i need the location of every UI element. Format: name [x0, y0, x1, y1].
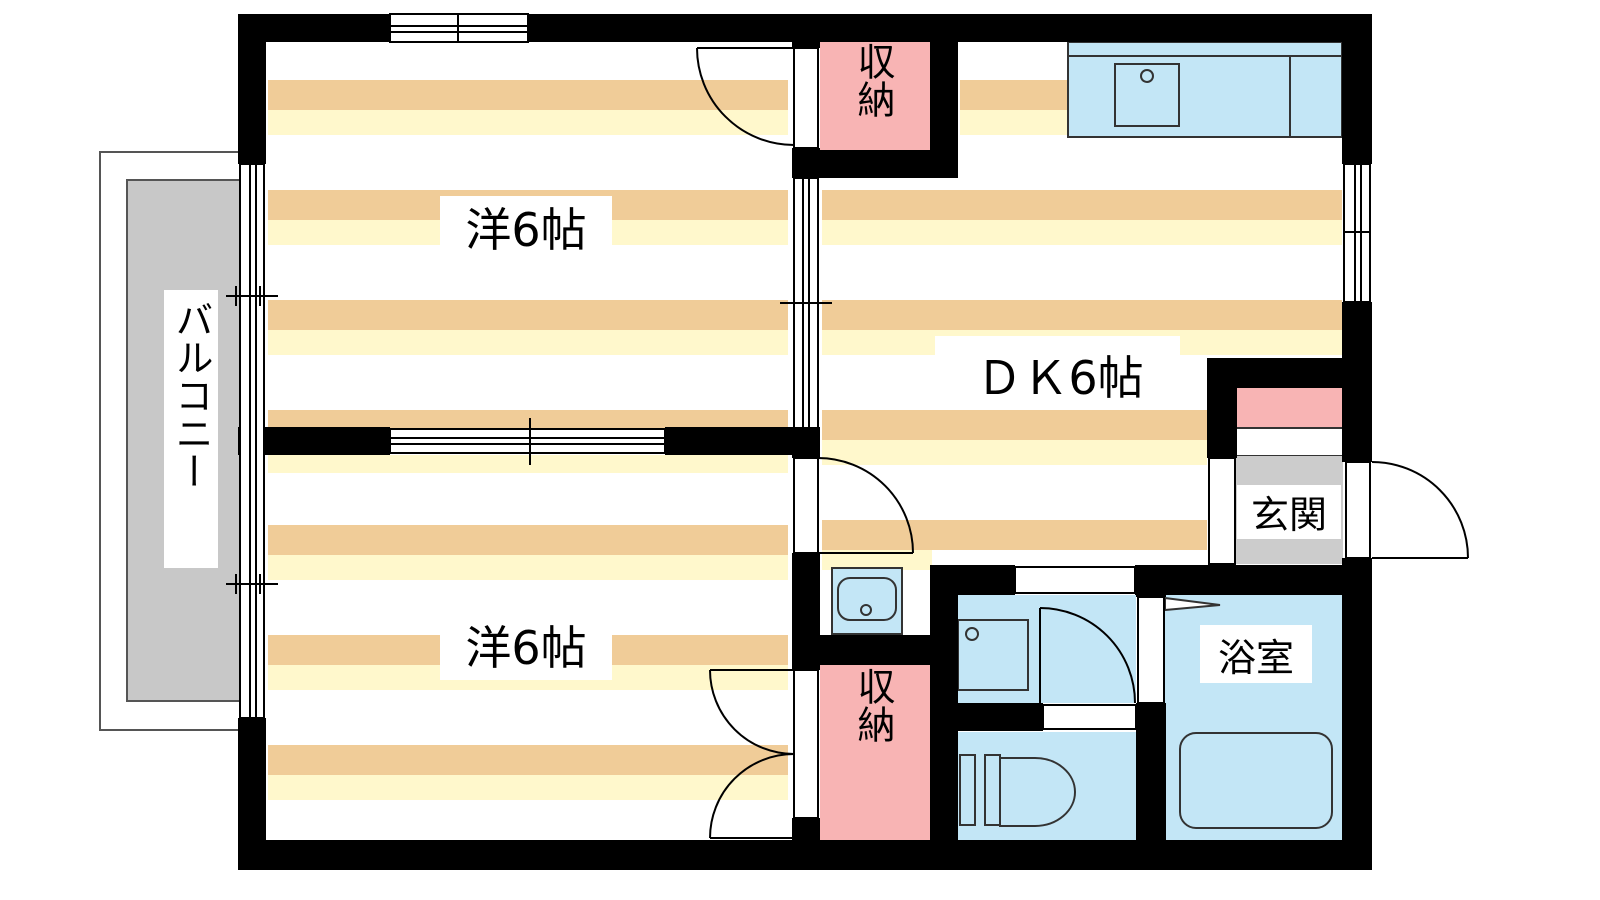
room-label-western-upper: 洋6帖: [465, 203, 586, 257]
room-label-storage-upper: 収納: [851, 42, 895, 118]
room-label-balcony: バルコニー: [169, 300, 213, 490]
label-bg-west-lower: [440, 610, 612, 680]
label-bg-west-upper: [440, 196, 612, 266]
label-bg-dk: [935, 336, 1180, 404]
wet-areas: [831, 567, 1343, 840]
room-label-western-lower: 洋6帖: [465, 621, 586, 675]
kitchen-counter: [1067, 41, 1343, 138]
room-label-storage-lower: 収納: [851, 667, 895, 743]
doors: [696, 47, 1469, 839]
room-label-dk: ＤＫ6帖: [976, 351, 1143, 405]
floor-stripes-dk: [822, 80, 1342, 570]
room-label-bathroom: 浴室: [1218, 636, 1294, 680]
room-label-entrance: 玄関: [1251, 493, 1327, 537]
balcony: [99, 151, 241, 731]
entrance-area: [1234, 427, 1344, 564]
windows: [226, 13, 1371, 730]
label-bg-bath: [1200, 625, 1312, 683]
storage-closets: [820, 40, 1343, 840]
